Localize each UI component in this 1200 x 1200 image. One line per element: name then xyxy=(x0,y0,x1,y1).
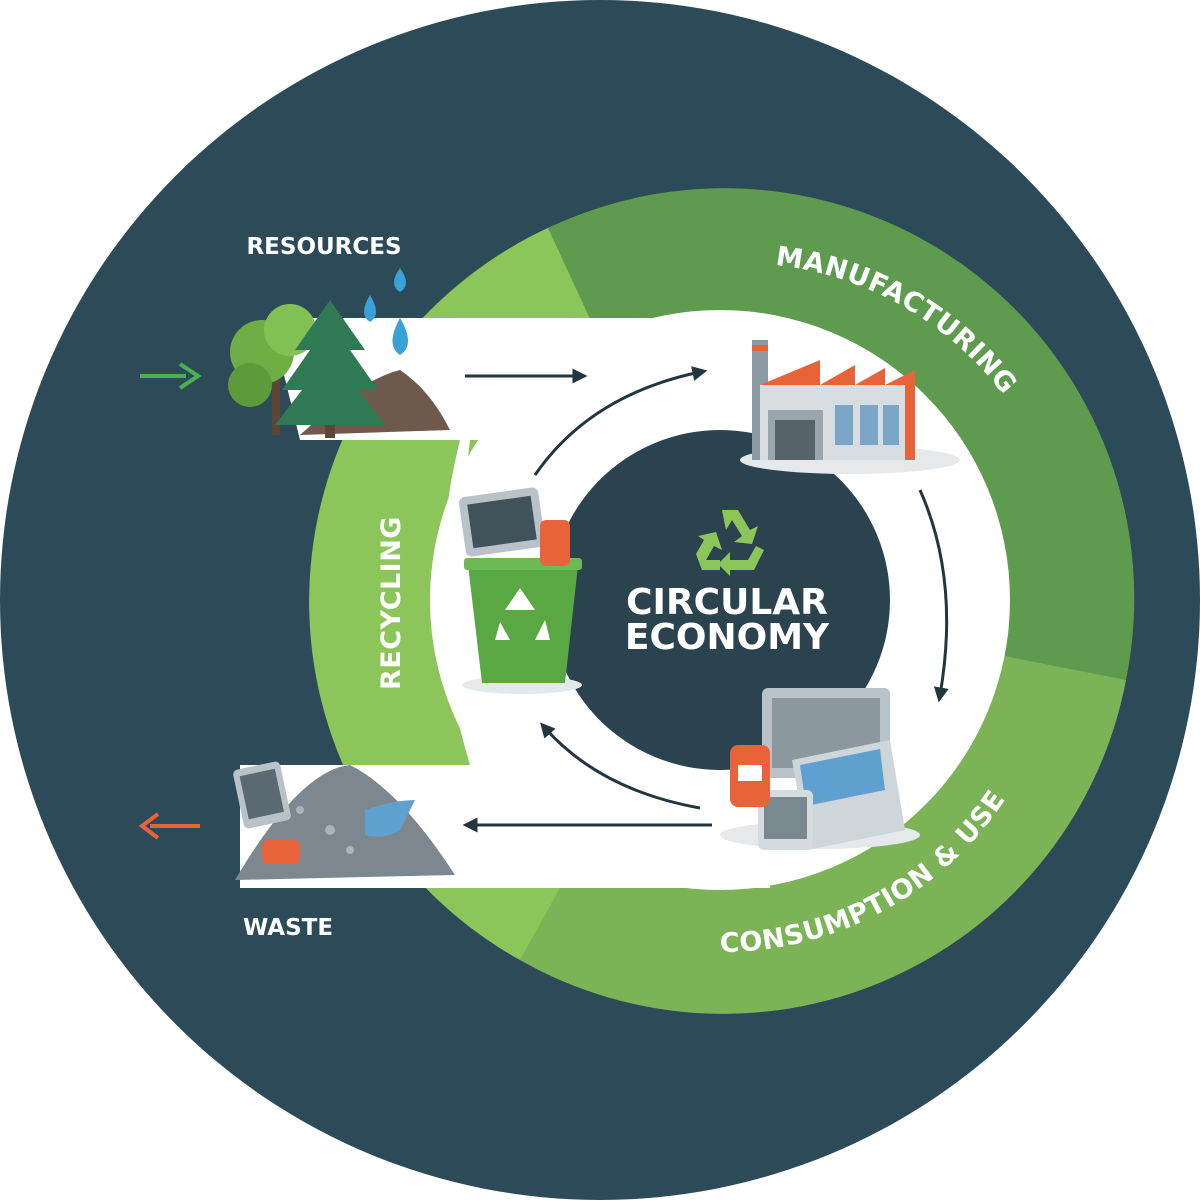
flow-arrow-consume-back xyxy=(540,722,701,810)
trees-water-icon xyxy=(228,268,450,438)
waste-label: WASTE xyxy=(243,915,333,941)
title-line-1: CIRCULAR xyxy=(626,582,828,623)
flow-arrow-recycle-up xyxy=(533,366,708,476)
resources-label: RESOURCES xyxy=(246,234,401,260)
waste-out-arrow-icon xyxy=(138,812,200,840)
title-line-2: ECONOMY xyxy=(625,617,830,658)
recycling-label: RECYCLING xyxy=(376,516,407,690)
flow-arrow-manu-down xyxy=(918,489,949,703)
factory-icon xyxy=(740,340,960,474)
waste-pile-icon xyxy=(233,761,455,880)
recycle-bin-icon xyxy=(458,487,582,694)
devices-icon xyxy=(720,688,920,850)
center-circle xyxy=(550,430,890,770)
recycle-symbol-icon xyxy=(696,510,764,576)
resources-in-arrow-icon xyxy=(140,362,202,390)
